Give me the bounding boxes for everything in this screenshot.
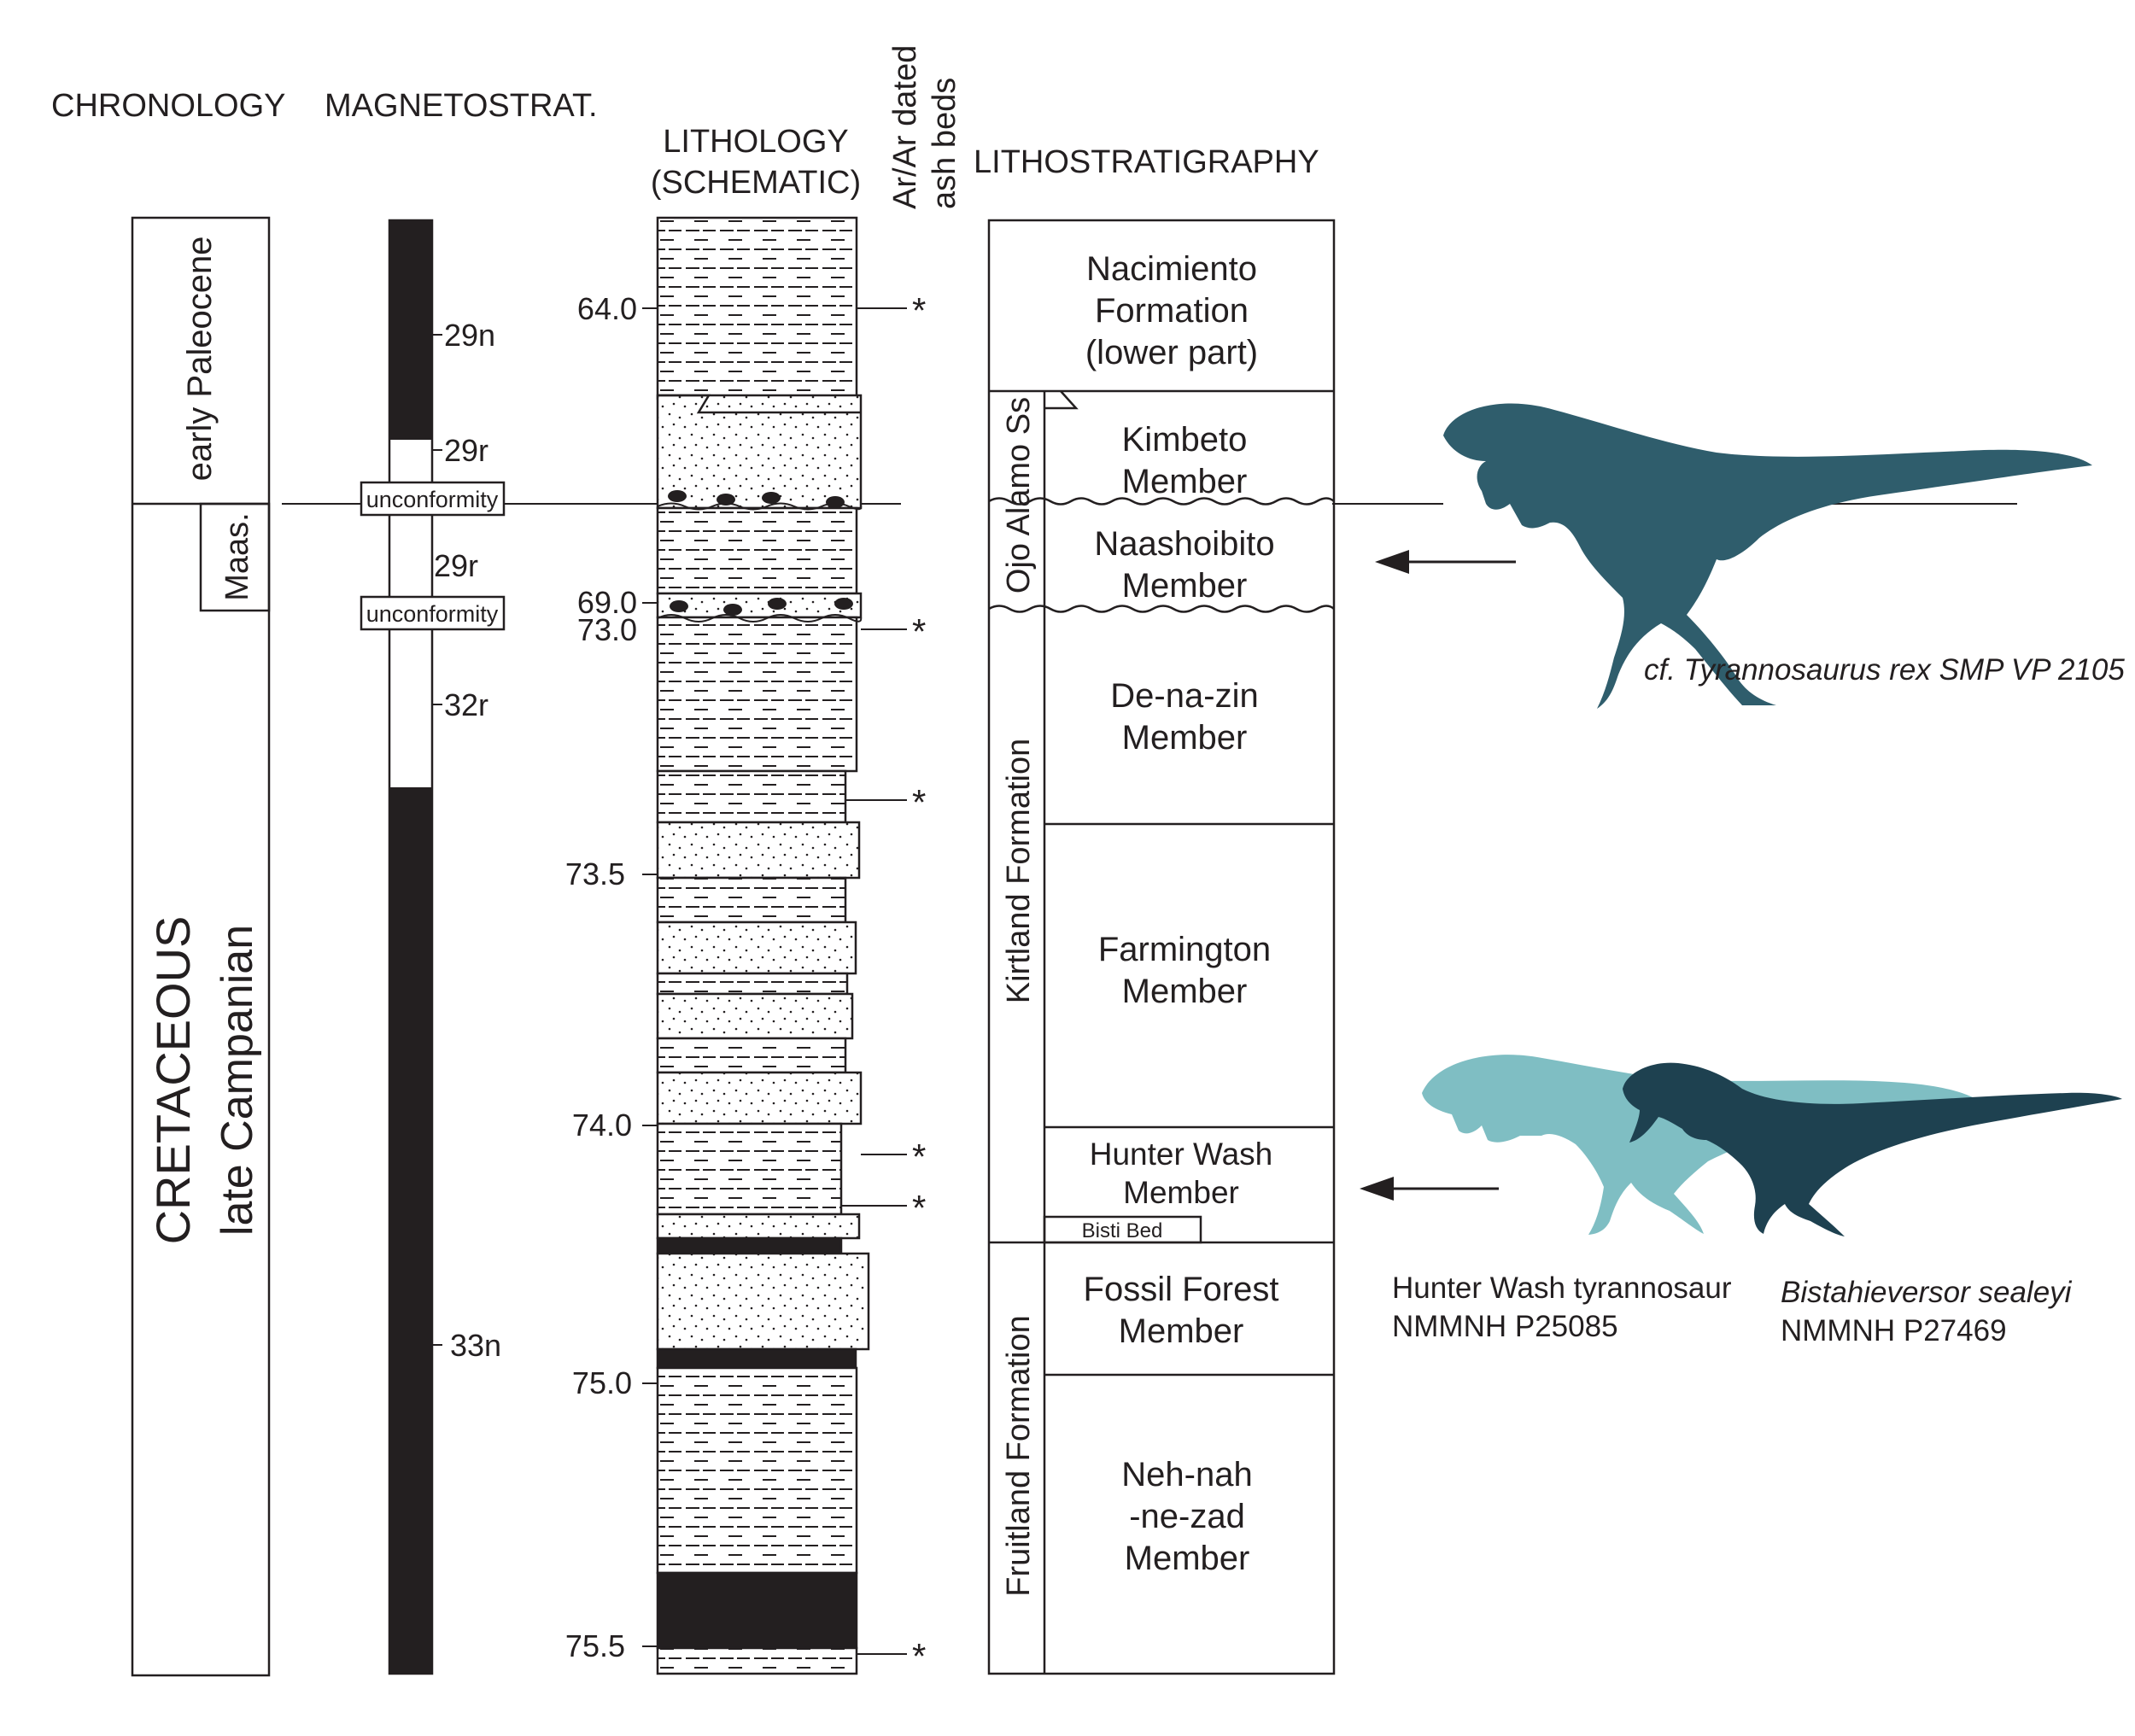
ash-bed-marker: * — [912, 1188, 926, 1228]
formation-fruitland: Fruitland Formation — [1001, 1315, 1037, 1596]
unit-hunter-wash: Hunter Wash — [1090, 1137, 1273, 1172]
sandstone-bed — [658, 1214, 859, 1238]
chron-33n-bar — [389, 787, 432, 1674]
unit-nehnah: Member — [1125, 1540, 1250, 1577]
ash-bed-marker: * — [912, 1636, 926, 1676]
mudstone-bed — [658, 218, 857, 399]
unit-fossil-forest: Member — [1119, 1312, 1244, 1350]
magnetostrat-column — [389, 220, 442, 1674]
ash-bed-marker: * — [912, 290, 926, 330]
chron-29n-bar — [389, 220, 432, 440]
age-tick-label: 64.0 — [577, 291, 637, 326]
mudstone-bed — [658, 617, 857, 771]
unconformity-box: unconformity — [361, 482, 504, 515]
header-ar-dated: Ar/Ar dated — [887, 45, 923, 209]
unit-nacimiento: Nacimiento — [1086, 250, 1257, 288]
caption-bistahieversor-number: NMMNH P27469 — [1781, 1314, 2007, 1347]
unit-naashoibito: Member — [1122, 567, 1248, 605]
chron-label: 29n — [444, 318, 495, 353]
unit-kimbeto: Kimbeto — [1122, 421, 1248, 459]
sandstone-bed — [658, 922, 856, 973]
caption-trex: cf. Tyrannosaurus rex SMP VP 2105 — [1644, 653, 2125, 687]
mudstone-bed — [658, 878, 845, 922]
caption-bistahieversor: Bistahieversor sealeyi — [1781, 1276, 2073, 1309]
header-chronology: CHRONOLOGY — [51, 88, 285, 124]
sandstone-bed — [658, 822, 859, 878]
mudstone-bed — [658, 1648, 857, 1674]
coal-bed — [658, 1238, 841, 1254]
age-tick-label: 75.5 — [565, 1628, 625, 1663]
chron-label: 29r — [434, 548, 478, 583]
ash-bed-marker: * — [912, 1137, 926, 1177]
mudstone-bed — [658, 1368, 857, 1573]
header-lithostratigraphy: LITHOSTRATIGRAPHY — [974, 144, 1319, 180]
unit-nehnah: -ne-zad — [1129, 1498, 1245, 1535]
formation-kirtland: Kirtland Formation — [1001, 739, 1037, 1003]
formation-ojo-alamo: Ojo Alamo Ss — [1001, 397, 1037, 593]
unit-nehnah: Neh-nah — [1121, 1456, 1252, 1493]
unit-denazin: Member — [1122, 719, 1248, 757]
unconformity-box: unconformity — [361, 597, 504, 629]
age-tick-label: 75.0 — [572, 1365, 632, 1400]
mudstone-bed — [658, 508, 857, 593]
coal-bed — [658, 1573, 857, 1648]
header-ash-beds: ash beds — [927, 78, 962, 209]
unit-nacimiento: (lower part) — [1085, 334, 1258, 371]
unit-nacimiento: Formation — [1095, 292, 1249, 330]
header-lithology-sub: (SCHEMATIC) — [651, 165, 861, 201]
chron-label: 29r — [444, 433, 488, 468]
sandstone-bed — [658, 994, 852, 1038]
ash-bed-marker: * — [912, 782, 926, 822]
sandstone-bed — [658, 1254, 869, 1349]
age-ticks — [642, 308, 658, 1646]
label-early-paleocene: early Paleocene — [181, 237, 219, 482]
arrow-icon — [1375, 550, 1516, 574]
unit-hunter-wash: Member — [1123, 1175, 1239, 1210]
mudstone-bed — [658, 1124, 841, 1214]
svg-text:unconformity: unconformity — [366, 601, 499, 627]
unit-bisti-bed: Bisti Bed — [1082, 1219, 1163, 1242]
mudstone-bed — [658, 771, 845, 822]
age-tick-label: 73.5 — [565, 856, 625, 891]
caption-hunter-wash: Hunter Wash tyrannosaur — [1392, 1271, 1732, 1305]
sandstone-bed — [658, 1073, 861, 1124]
header-lithology: LITHOLOGY — [663, 124, 849, 160]
age-tick-label: 73.0 — [577, 612, 637, 647]
unit-farmington: Farmington — [1098, 931, 1271, 968]
ash-bed-marker: * — [912, 611, 926, 652]
unit-fossil-forest: Fossil Forest — [1084, 1271, 1279, 1308]
unit-farmington: Member — [1122, 973, 1248, 1010]
label-cretaceous: CRETACEOUS — [146, 916, 200, 1245]
age-tick-label: 74.0 — [572, 1108, 632, 1143]
coal-bed — [658, 1349, 856, 1368]
unit-kimbeto: Member — [1122, 463, 1248, 500]
arrow-icon — [1360, 1177, 1499, 1201]
caption-hunter-wash-number: NMMNH P25085 — [1392, 1310, 1618, 1343]
chron-label: 32r — [444, 687, 488, 722]
svg-text:unconformity: unconformity — [366, 487, 499, 512]
header-magnetostrat: MAGNETOSTRAT. — [325, 88, 598, 124]
mudstone-bed — [658, 1038, 845, 1073]
unit-naashoibito: Naashoibito — [1094, 525, 1274, 563]
lithology-column — [658, 218, 869, 1674]
chron-label: 33n — [450, 1328, 501, 1363]
mudstone-bed — [658, 973, 847, 994]
label-late-campanian: late Campanian — [213, 925, 262, 1236]
label-maas: Maas. — [219, 512, 255, 600]
unit-denazin: De-na-zin — [1110, 677, 1258, 715]
